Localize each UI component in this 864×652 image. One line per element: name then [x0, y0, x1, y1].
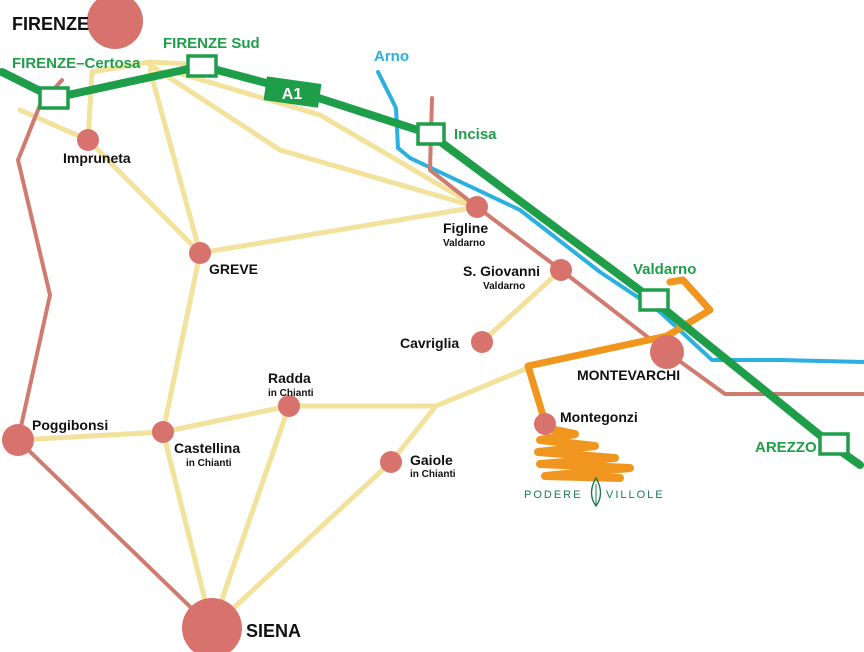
- railway-network: [16, 78, 864, 630]
- exit-incisa-icon: [416, 122, 446, 146]
- route-switchbacks: [534, 424, 634, 482]
- road-junction-montegonzi: [433, 365, 531, 409]
- brand-villole: VILLOLE: [606, 489, 665, 501]
- exit-firenze-sud-icon: [186, 54, 218, 78]
- label-s-giovanni: S. Giovanni: [463, 263, 540, 279]
- label-arno: Arno: [374, 48, 409, 65]
- firenze-dot-icon: [87, 0, 143, 49]
- cavriglia-dot-icon: [471, 331, 493, 353]
- label-gaiole: Gaiole: [410, 452, 453, 468]
- a1-shield: A1: [263, 76, 322, 108]
- road-castellina-siena: [160, 429, 215, 631]
- road-sud-figline-north: [147, 62, 480, 210]
- impruneta-dot-icon: [77, 129, 99, 151]
- label-montegonzi: Montegonzi: [560, 409, 638, 425]
- label-gaiole-sub: in Chianti: [410, 469, 456, 480]
- arno-river: [376, 70, 864, 364]
- road-castellina-radda: [160, 403, 292, 435]
- label-firenze-certosa: FIRENZE–Certosa: [12, 55, 141, 72]
- town-dots: [2, 0, 684, 652]
- gaiole-dot-icon: [380, 451, 402, 473]
- road-cavriglia-sgiovanni: [479, 267, 564, 345]
- label-cavriglia: Cavriglia: [400, 335, 459, 351]
- exit-firenze-certosa-icon: [38, 86, 70, 110]
- motorway-exits: [38, 54, 850, 456]
- cypress-tree-icon: [590, 476, 602, 508]
- a1-motorway: [0, 62, 864, 469]
- label-firenze-sud: FIRENZE Sud: [163, 35, 260, 52]
- label-arezzo: AREZZO: [755, 439, 817, 456]
- label-valdarno-exit: Valdarno: [633, 261, 696, 278]
- castellina-dot-icon: [152, 421, 174, 443]
- label-figline: Figline: [443, 220, 488, 236]
- label-impruneta: Impruneta: [63, 150, 131, 166]
- radda-dot-icon: [278, 395, 300, 417]
- label-firenze: FIRENZE: [12, 14, 89, 34]
- montegonzi-dot-icon: [534, 413, 556, 435]
- montevarchi-dot-icon: [650, 335, 684, 369]
- road-radda-siena: [209, 403, 292, 631]
- poggibonsi-dot-icon: [2, 424, 34, 456]
- road-certosa-impruneta-greve: [17, 107, 203, 256]
- route-exit-montevarchi: [663, 276, 714, 340]
- figline-dot-icon: [466, 196, 488, 218]
- road-junction-gaiole-siena: [209, 403, 439, 631]
- label-castellina-sub: in Chianti: [186, 458, 232, 469]
- label-greve: GREVE: [209, 261, 258, 277]
- label-siena: SIENA: [246, 621, 301, 641]
- a1-label: A1: [282, 86, 303, 103]
- label-poggibonsi: Poggibonsi: [32, 417, 108, 433]
- exit-arezzo-icon: [818, 432, 850, 456]
- road-sud-greve: [147, 67, 203, 256]
- label-incisa: Incisa: [454, 126, 497, 143]
- road-impruneta-north: [85, 69, 95, 143]
- s-giovanni-dot-icon: [550, 259, 572, 281]
- road-greve-figline: [197, 204, 480, 256]
- route-to-podere: [524, 276, 714, 482]
- siena-dot-icon: [182, 598, 242, 652]
- greve-dot-icon: [189, 242, 211, 264]
- label-montevarchi: MONTEVARCHI: [577, 367, 680, 383]
- label-castellina: Castellina: [174, 440, 240, 456]
- place-labels: FIRENZE FIRENZE–Certosa FIRENZE Sud Arno…: [12, 14, 817, 641]
- road-greve-castellina: [160, 250, 203, 435]
- exit-valdarno-icon: [638, 288, 670, 312]
- label-radda: Radda: [268, 370, 311, 386]
- label-radda-sub: in Chianti: [268, 388, 314, 399]
- podere-villole-brand: PODERE VILLOLE: [524, 476, 665, 508]
- brand-podere: PODERE: [524, 489, 582, 501]
- road-sud-figline-south: [172, 69, 480, 210]
- route-montevarchi-montegonzi: [524, 332, 671, 426]
- label-figline-sub: Valdarno: [443, 238, 485, 249]
- road-poggibonsi-castellina: [15, 429, 166, 443]
- label-s-giovanni-sub: Valdarno: [483, 281, 525, 292]
